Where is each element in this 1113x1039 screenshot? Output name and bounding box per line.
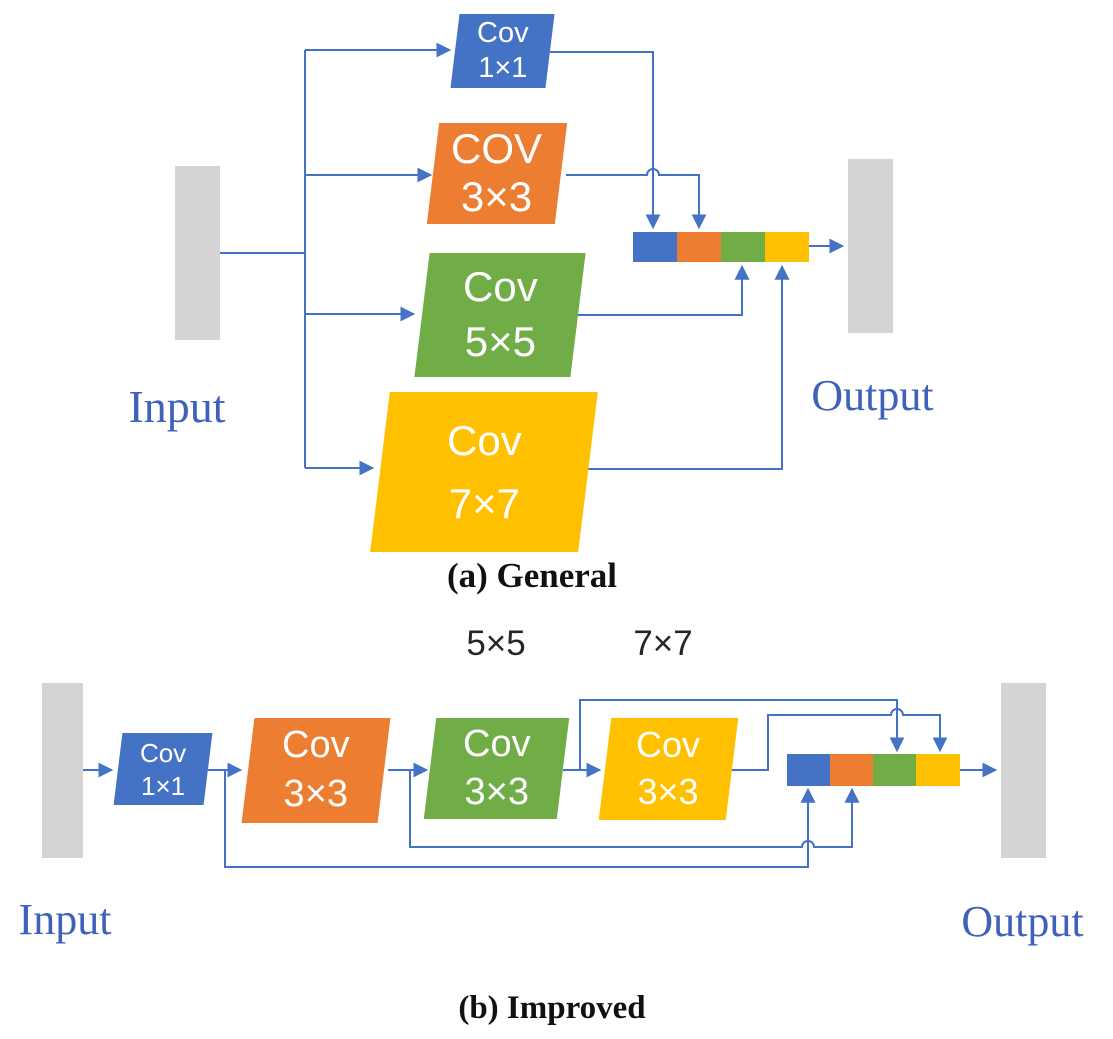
conv-block-b-1x1-size: 1×1 xyxy=(140,770,186,800)
concat-cell-b-blue xyxy=(787,754,830,786)
conv-block-b-3x3-first: Cov 3×3 xyxy=(241,718,391,823)
conv-block-b-3x3-second-size: 3×3 xyxy=(464,770,529,813)
wire-a-out-1x1 xyxy=(550,51,661,230)
concat-cell-b-yellow xyxy=(916,754,960,786)
concat-cell-a-yellow xyxy=(765,232,809,262)
conv-block-a-7x7-size: 7×7 xyxy=(448,480,520,527)
caption-b: (b) Improved xyxy=(458,990,646,1026)
concat-cell-a-blue xyxy=(633,232,677,262)
receptive-field-label-7x7: 7×7 xyxy=(633,624,693,663)
conv-block-a-3x3-size: 3×3 xyxy=(461,173,533,221)
conv-block-a-5x5: Cov 5×5 xyxy=(414,253,586,377)
conv-block-b-3x3-third: Cov 3×3 xyxy=(598,718,739,820)
output-tensor-a xyxy=(848,159,893,333)
output-label-b: Output xyxy=(961,897,1084,946)
input-label-b: Input xyxy=(18,895,112,944)
concat-cell-b-orange xyxy=(830,754,873,786)
input-label-a: Input xyxy=(128,381,226,432)
output-label-a: Output xyxy=(811,371,934,420)
conv-block-b-3x3-first-name: Cov xyxy=(282,724,350,767)
caption-a: (a) General xyxy=(446,556,618,595)
wire-a-out-3x3 xyxy=(566,168,707,230)
conv-block-b-1x1: Cov 1×1 xyxy=(113,733,213,805)
conv-block-a-3x3: COV 3×3 xyxy=(426,123,568,224)
conv-block-b-3x3-second-name: Cov xyxy=(462,723,531,765)
concat-bar-b xyxy=(787,754,960,786)
conv-block-a-5x5-size: 5×5 xyxy=(464,318,536,365)
concat-cell-a-orange xyxy=(677,232,721,262)
input-tensor-b xyxy=(42,683,83,858)
conv-block-a-1x1-size: 1×1 xyxy=(477,52,528,84)
conv-block-b-3x3-second: Cov 3×3 xyxy=(423,718,570,819)
wire-b-skip-1x1 xyxy=(224,770,816,868)
conv-block-a-7x7-name: Cov xyxy=(446,417,522,464)
conv-block-b-3x3-first-size: 3×3 xyxy=(283,773,349,816)
output-tensor-b xyxy=(1001,683,1046,858)
wire-b-out-3x3c xyxy=(730,708,948,771)
conv-block-b-3x3-third-size: 3×3 xyxy=(637,771,700,812)
wire-b-skip-3x3b xyxy=(579,699,905,770)
conv-block-a-3x3-name: COV xyxy=(451,125,543,173)
conv-block-a-7x7: Cov 7×7 xyxy=(370,392,598,552)
concat-bar-a xyxy=(633,232,809,262)
conv-block-b-3x3-third-name: Cov xyxy=(636,724,701,766)
concat-cell-a-green xyxy=(721,232,765,262)
wire-a-out-7x7 xyxy=(588,264,790,470)
wire-b-skip-3x3a xyxy=(409,770,860,848)
receptive-field-label-5x5: 5×5 xyxy=(466,624,526,663)
conv-block-a-5x5-name: Cov xyxy=(462,263,538,311)
conv-block-a-1x1: Cov 1×1 xyxy=(450,14,555,88)
conv-block-a-1x1-name: Cov xyxy=(476,17,529,50)
concat-cell-b-green xyxy=(873,754,916,786)
conv-block-b-1x1-name: Cov xyxy=(139,737,187,768)
wire-a-out-5x5 xyxy=(578,264,750,316)
input-tensor-a xyxy=(175,166,220,340)
